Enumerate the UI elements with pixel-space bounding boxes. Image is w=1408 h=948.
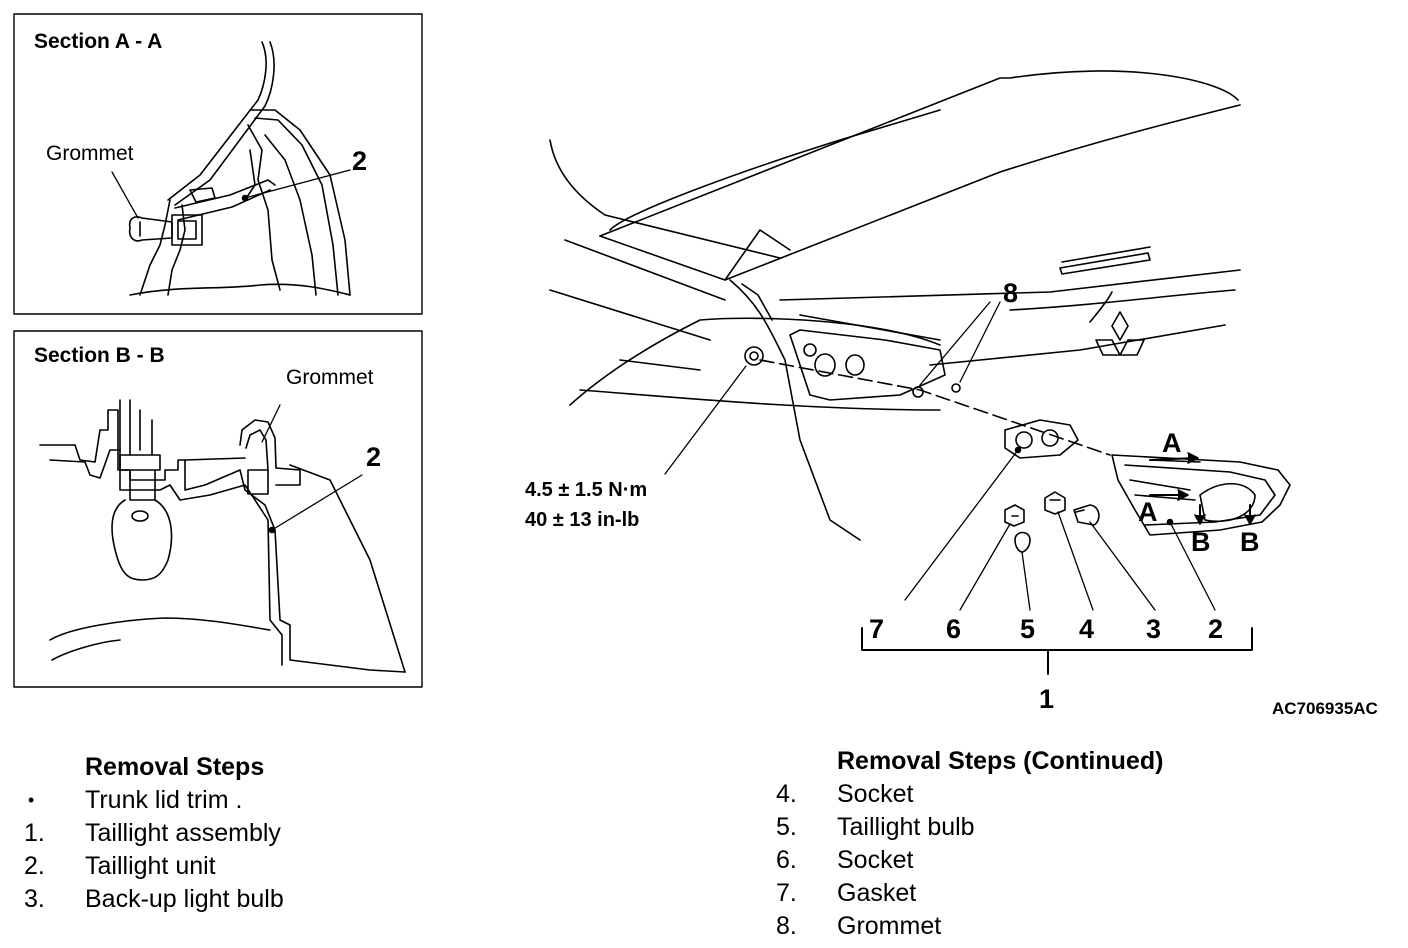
list-item: 1. Taillight assembly [24, 817, 384, 850]
section-a-title: Section A - A [34, 30, 162, 53]
callout-1: 1 [1039, 684, 1054, 714]
section-b-grommet-label: Grommet [286, 366, 374, 389]
section-b-title: Section B - B [34, 344, 165, 367]
callout-6: 6 [946, 614, 961, 644]
step-number: 4. [776, 780, 797, 808]
removal-steps-title: Removal Steps [24, 751, 384, 784]
list-item: 3. Back-up light bulb [24, 883, 384, 916]
section-a-drawing [111, 41, 351, 296]
list-item: 2. Taillight unit [24, 850, 384, 883]
list-item: • Trunk lid trim . [24, 784, 384, 817]
step-label: Trunk lid trim . [85, 786, 243, 814]
step-bullet: • [28, 790, 35, 810]
figure-code: AC706935AC [1272, 699, 1378, 718]
removal-steps-left: Removal Steps • Trunk lid trim . 1. Tail… [24, 751, 384, 916]
step-number: 6. [776, 846, 797, 874]
removal-steps-heading: Removal Steps [85, 753, 265, 781]
callout-5: 5 [1020, 614, 1035, 644]
section-a-callout-2: 2 [352, 146, 367, 176]
step-number: 5. [776, 813, 797, 841]
vehicle-rear-drawing [549, 70, 1291, 675]
step-label: Taillight bulb [837, 813, 975, 841]
callout-8: 8 [1003, 278, 1018, 308]
step-label: Taillight unit [85, 852, 216, 880]
step-label: Grommet [837, 912, 942, 940]
list-item: 6. Socket [776, 844, 1216, 877]
step-number: 7. [776, 879, 797, 907]
section-a-frame [13, 13, 423, 315]
step-label: Taillight assembly [85, 819, 281, 847]
callout-2: 2 [1208, 614, 1223, 644]
step-label: Gasket [837, 879, 917, 907]
torque-spec-line1: 4.5 ± 1.5 N·m [525, 479, 647, 501]
section-arrow-a-lower: A [1138, 497, 1158, 527]
section-a-grommet-label: Grommet [46, 142, 134, 165]
section-arrow-a-upper: A [1162, 428, 1182, 458]
list-item: 5. Taillight bulb [776, 811, 1216, 844]
list-item: 7. Gasket [776, 877, 1216, 910]
step-number: 2. [24, 852, 45, 880]
step-label: Back-up light bulb [85, 885, 284, 913]
removal-steps-continued-title: Removal Steps (Continued) [776, 745, 1216, 778]
list-item: 8. Grommet [776, 910, 1216, 943]
step-number: 8. [776, 912, 797, 940]
removal-steps-continued-heading: Removal Steps (Continued) [837, 747, 1164, 775]
step-number: 3. [24, 885, 45, 913]
torque-spec-line2: 40 ± 13 in-lb [525, 509, 639, 531]
step-label: Socket [837, 846, 914, 874]
callout-7: 7 [869, 614, 884, 644]
section-arrow-b-left: B [1191, 527, 1211, 557]
removal-steps-right: Removal Steps (Continued) 4. Socket 5. T… [776, 745, 1216, 943]
section-arrow-b-right: B [1240, 527, 1260, 557]
list-item: 4. Socket [776, 778, 1216, 811]
step-number: 1. [24, 819, 45, 847]
step-label: Socket [837, 780, 914, 808]
section-b-callout-2: 2 [366, 442, 381, 472]
callout-3: 3 [1146, 614, 1161, 644]
section-b-frame [13, 330, 423, 688]
callout-4: 4 [1079, 614, 1094, 644]
section-b-drawing [39, 399, 406, 673]
